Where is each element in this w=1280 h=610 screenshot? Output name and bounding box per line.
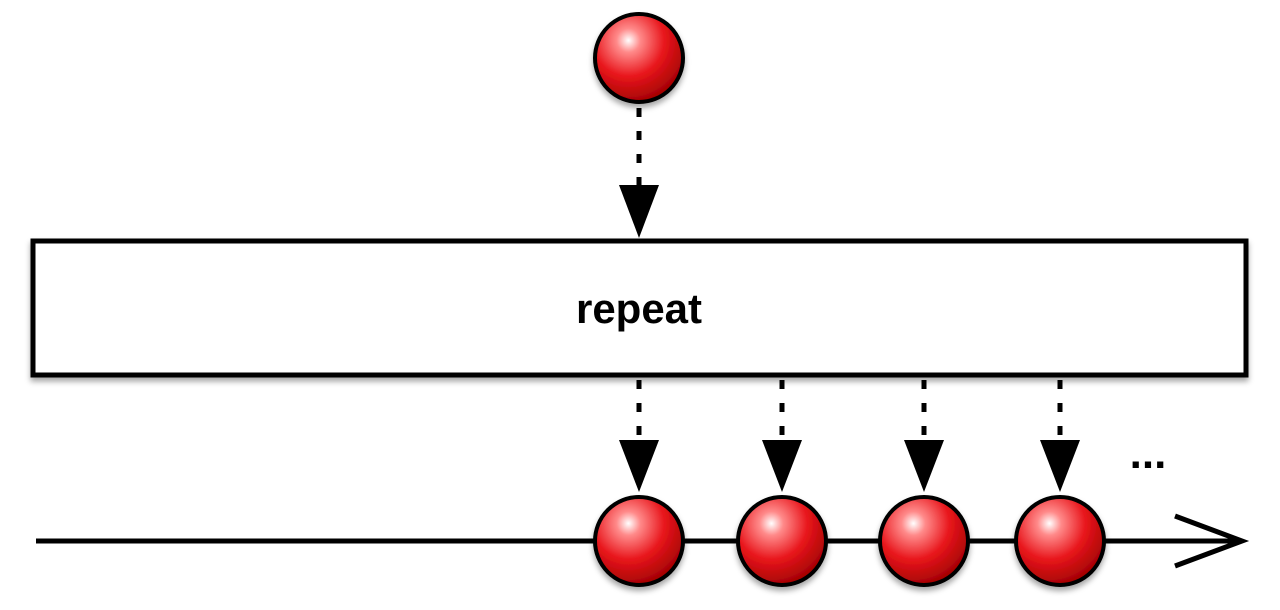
operator-box: repeat xyxy=(30,238,1249,378)
operator-rect xyxy=(30,238,1249,378)
input-arrow xyxy=(619,108,659,238)
red-marble-icon xyxy=(736,495,828,587)
output-arrow-1 xyxy=(619,380,659,492)
arrowhead-down-icon xyxy=(904,440,944,492)
red-marble-icon xyxy=(593,495,685,587)
operator-label: repeat xyxy=(576,285,702,332)
output-arrow-3 xyxy=(904,380,944,492)
output-arrow-4 xyxy=(1040,380,1080,492)
red-marble-icon xyxy=(878,495,970,587)
red-marble-icon xyxy=(593,12,685,104)
arrowhead-down-icon xyxy=(762,440,802,492)
output-items xyxy=(593,495,1106,587)
arrowhead-down-icon xyxy=(619,185,659,238)
arrowhead-down-icon xyxy=(619,440,659,492)
continuation-ellipsis: ... xyxy=(1130,429,1167,478)
output-arrow-2 xyxy=(762,380,802,492)
red-marble-icon xyxy=(1014,495,1106,587)
arrowhead-down-icon xyxy=(1040,440,1080,492)
open-arrowhead-icon xyxy=(1174,513,1250,569)
source-item xyxy=(593,12,685,104)
